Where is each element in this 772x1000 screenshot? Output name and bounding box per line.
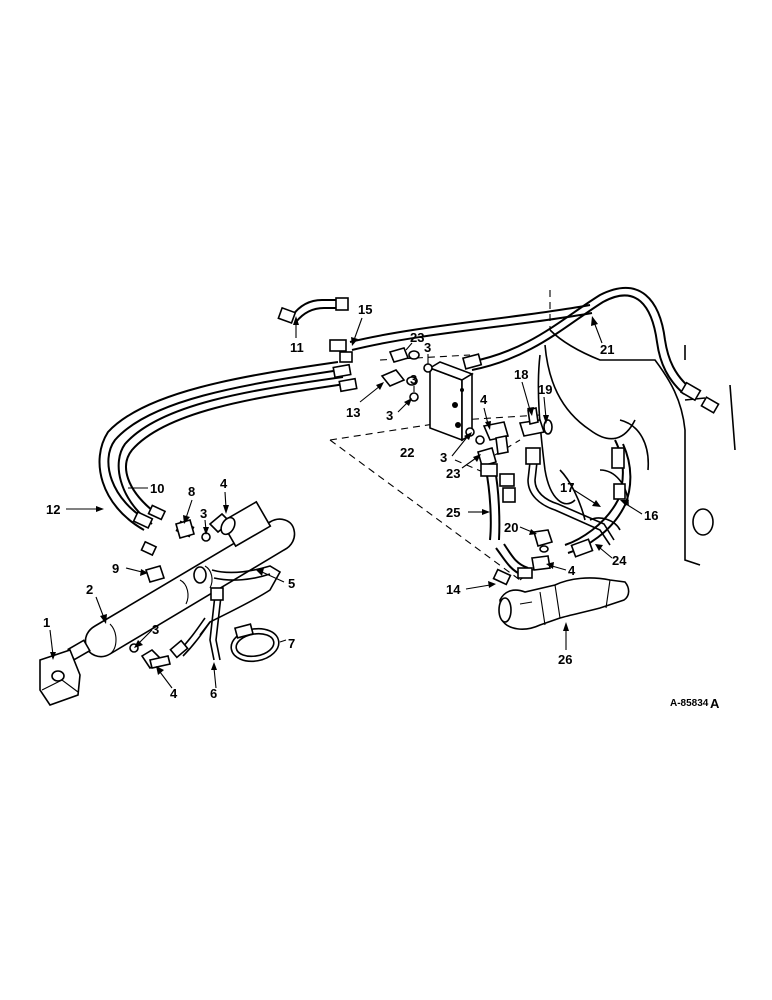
part-7-hose-clamp bbox=[230, 623, 280, 663]
callout-25: 25 bbox=[446, 505, 460, 520]
callout-3f: 3 bbox=[440, 450, 447, 465]
callout-11: 11 bbox=[290, 340, 304, 355]
hose-assembly-21 bbox=[461, 287, 720, 414]
hose-assembly-10 bbox=[117, 376, 346, 525]
part-11-elbow-tube bbox=[277, 297, 349, 325]
callout-26: 26 bbox=[558, 652, 572, 667]
callout-22: 22 bbox=[400, 445, 414, 460]
callout-20: 20 bbox=[504, 520, 518, 535]
hose-fittings-right bbox=[329, 339, 358, 393]
callout-19: 19 bbox=[538, 382, 552, 397]
callout-4a: 4 bbox=[170, 686, 178, 701]
fittings-tee-group bbox=[475, 407, 553, 467]
callout-14: 14 bbox=[446, 582, 461, 597]
tube-5 bbox=[199, 565, 282, 636]
callout-16: 16 bbox=[644, 508, 658, 523]
callout-3b: 3 bbox=[200, 506, 207, 521]
callout-12: 12 bbox=[46, 502, 60, 517]
hose-assembly-16 bbox=[564, 439, 632, 554]
hose-assembly-25 bbox=[480, 463, 516, 541]
part-26-motor bbox=[498, 577, 630, 630]
callout-23a: 23 bbox=[410, 330, 424, 345]
hose-assembly-12 bbox=[98, 361, 341, 531]
reference-code: A-85834 A bbox=[670, 696, 720, 711]
part-1-clevis bbox=[39, 649, 81, 706]
callout-9: 9 bbox=[112, 561, 119, 576]
tractor-housing bbox=[537, 290, 736, 566]
part-22-valve-block bbox=[428, 361, 474, 442]
tube-lower bbox=[169, 617, 211, 659]
hose-assembly-15 bbox=[349, 304, 593, 351]
callout-15: 15 bbox=[358, 302, 372, 317]
callout-13: 13 bbox=[346, 405, 360, 420]
hose-assembly-14 bbox=[492, 543, 533, 586]
callout-6: 6 bbox=[210, 686, 217, 701]
callout-18: 18 bbox=[514, 367, 528, 382]
callout-4b: 4 bbox=[220, 476, 228, 491]
callout-10: 10 bbox=[150, 481, 164, 496]
callout-arrows bbox=[49, 316, 643, 689]
tube-6 bbox=[209, 587, 224, 661]
reference-code-suffix: A bbox=[710, 696, 720, 711]
callout-5: 5 bbox=[288, 576, 295, 591]
callout-4c: 4 bbox=[480, 392, 488, 407]
tube-24 bbox=[525, 447, 615, 558]
callout-labels: 1 2 3 4 5 6 7 8 3 4 9 10 12 11 15 23 3 3… bbox=[43, 302, 658, 701]
callout-7: 7 bbox=[288, 636, 295, 651]
callout-3e: 3 bbox=[386, 408, 393, 423]
callout-21: 21 bbox=[600, 342, 614, 357]
callout-24: 24 bbox=[612, 553, 627, 568]
callout-8: 8 bbox=[188, 484, 195, 499]
reference-code-text: A-85834 bbox=[670, 698, 709, 709]
callout-2: 2 bbox=[86, 582, 93, 597]
callout-3a: 3 bbox=[152, 622, 159, 637]
callout-17: 17 bbox=[560, 480, 574, 495]
callout-1: 1 bbox=[43, 615, 50, 630]
fitting-20 bbox=[531, 529, 554, 571]
part-2-cylinder bbox=[67, 500, 296, 661]
callout-4d: 4 bbox=[568, 563, 576, 578]
callout-3c: 3 bbox=[424, 340, 431, 355]
callout-3d: 3 bbox=[410, 372, 417, 387]
callout-23b: 23 bbox=[446, 466, 460, 481]
